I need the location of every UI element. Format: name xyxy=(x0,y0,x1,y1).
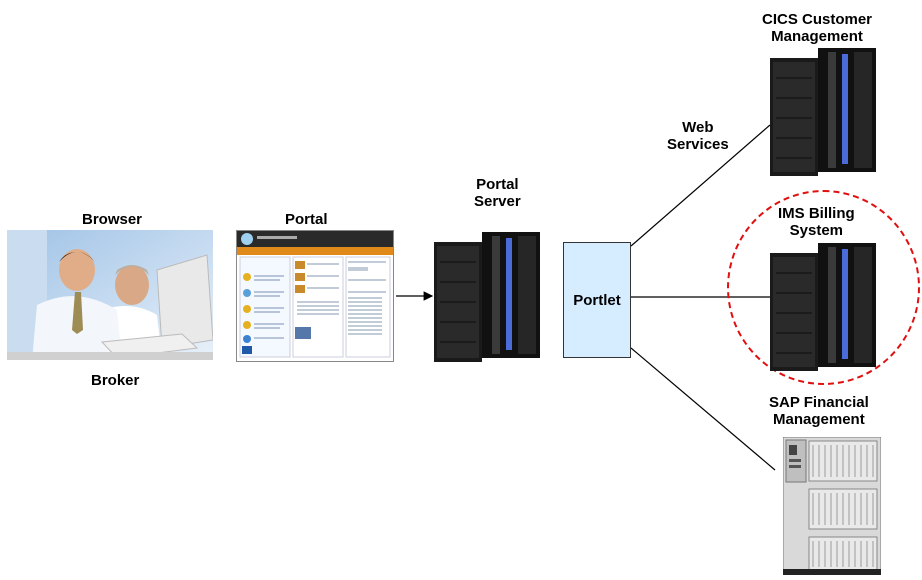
portal-server-title: Portal Server xyxy=(474,176,521,210)
ims-title-line1: IMS Billing xyxy=(778,205,855,222)
browser-title: Browser xyxy=(82,211,143,228)
portal-server-icon xyxy=(434,232,544,369)
portlet-to-cics-line xyxy=(630,124,771,247)
ims-server-icon xyxy=(770,243,880,378)
sap-title-line1: SAP Financial xyxy=(769,394,869,411)
cics-title: CICS Customer Management xyxy=(762,11,872,45)
cics-server-icon xyxy=(770,48,880,183)
portal-server-title-line2: Server xyxy=(474,193,521,210)
ims-title-line2: System xyxy=(789,222,844,239)
ims-title: IMS Billing System xyxy=(778,205,855,239)
portlet-label: Portlet xyxy=(573,291,621,309)
portlet-box: Portlet xyxy=(563,242,631,358)
sap-server-icon xyxy=(782,436,882,580)
cics-title-line1: CICS Customer xyxy=(762,11,873,28)
ims-highlight-circle xyxy=(727,190,920,385)
portal-server-title-line1: Portal xyxy=(476,176,519,193)
sap-title-line2: Management xyxy=(773,411,865,428)
portal-title: Portal xyxy=(285,211,328,228)
broker-photo xyxy=(7,230,213,360)
cics-title-line2: Management xyxy=(771,28,863,45)
web-services-line2: Services xyxy=(667,136,729,153)
web-services-label: Web Services xyxy=(667,119,729,153)
broker-caption: Broker xyxy=(91,372,140,389)
portlet-to-sap-line xyxy=(630,347,776,471)
web-services-line1: Web xyxy=(682,119,714,136)
sap-title: SAP Financial Management xyxy=(769,394,869,428)
portal-screenshot xyxy=(236,230,394,362)
